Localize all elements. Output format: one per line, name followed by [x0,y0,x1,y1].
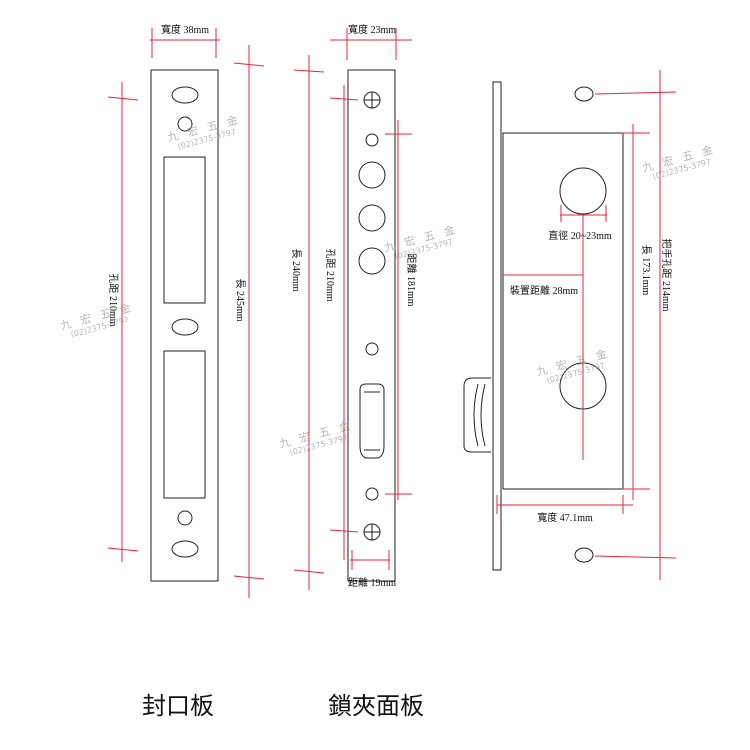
body-width-label: 寬度 47.1mm [537,511,593,524]
face-hole-spacing-label: 孔距 210mm [324,248,336,301]
handle-spacing-tick-bottom [594,555,677,559]
face-length-tick-bottom [293,569,325,574]
strike-hole-spacing-tick-top [107,96,139,101]
face-hole-spacing-tick-bottom [329,529,359,533]
lock-latch-curve-1 [473,383,479,447]
strike-bottom-screw-hole [177,510,193,526]
face-plate-outline [347,69,396,582]
strike-upper-slot [163,156,206,304]
strike-middle-oval-hole [171,318,199,336]
watermark-4: 九 宏 五 金 (02)2375-3797 [278,418,355,458]
strike-plate [150,69,219,582]
face-length-tick-top [293,69,325,73]
face-plate-caption: 鎖夾面板 [328,692,424,720]
strike-length-label: 長 245mm [234,278,246,321]
watermark-2: 九 宏 五 金 (02)2375-3797 [59,300,136,340]
strike-hole-spacing-label: 孔距 210mm [107,273,119,326]
strike-dimensions: 寬度 38mm 孔距 210mm 長 245mm [107,23,265,598]
strike-top-screw-hole [177,116,193,132]
strike-lower-slot [163,350,206,499]
lock-latch-bolt [463,377,491,453]
face-dimensions: 寬度 23mm 長 240mm 孔距 210mm 距離 181mm 距離 19m… [290,23,418,590]
strike-hole-spacing-tick-bottom [107,547,139,552]
handle-spacing-label: 把手孔距 214mm [660,238,673,311]
face-large-hole-2 [358,204,386,232]
face-latch-opening [359,383,385,459]
lock-body [463,81,624,571]
face-width-label: 寬度 23mm [348,23,396,36]
lock-upper-knob-hole [559,167,607,215]
lock-body-dimensions: 直徑 20~23mm 裝置距離 28mm 長 173.1mm 把手孔距 214m… [496,70,677,580]
install-distance-label: 裝置距離 28mm [510,284,578,297]
lock-front-plate [492,81,502,571]
face-large-hole-1 [358,161,386,189]
face-small-hole-1 [365,133,379,147]
strike-length-tick-top [233,62,265,67]
face-length-label: 長 240mm [290,248,302,291]
face-hole-spacing-tick-top [329,97,359,101]
watermark-6: 九 宏 五 金 (02)2375-3797 [641,142,718,182]
strike-plate-caption: 封口板 [142,692,214,720]
strike-top-oval-hole [171,86,199,104]
lock-case [502,132,624,490]
face-distance-label: 距離 181mm [405,253,418,306]
face-bottom-distance-label: 距離 19mm [348,576,396,589]
watermark-1: 九 宏 五 金 (02)2375-3797 [166,112,243,152]
strike-width-label: 寬度 38mm [161,23,209,36]
body-length-label: 長 173.1mm [640,245,652,296]
face-small-hole-3 [365,487,379,501]
lock-bottom-handle-hole [574,547,594,563]
strike-length-tick-bottom [233,575,265,580]
lock-latch-curve-2 [480,383,486,447]
knob-diameter-label: 直徑 20~23mm [548,229,612,242]
face-plate [347,69,396,582]
handle-spacing-tick-top [594,91,677,95]
strike-plate-outline [150,69,219,582]
strike-bottom-oval-hole [171,540,199,558]
face-large-hole-3 [358,247,386,275]
face-small-hole-2 [365,342,379,356]
lock-top-handle-hole [574,86,594,102]
